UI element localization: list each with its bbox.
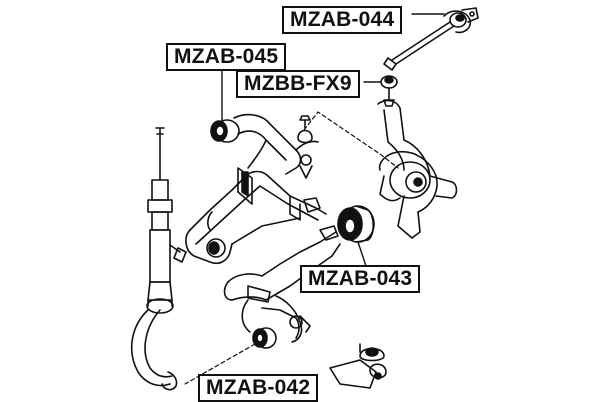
steering-knuckle [377,99,458,239]
shock-absorber [146,127,187,314]
subframe [185,167,327,265]
part-label-mzab-042: MZAB-042 [198,374,319,402]
stabilizer-bar [130,309,178,391]
bushing-mzab-042 [252,327,277,349]
stabilizer-link [329,343,387,389]
bushing-mzab-045 [210,119,240,143]
part-label-mzab-043: MZAB-043 [300,265,421,293]
tie-rod-mzab-044 [383,7,479,71]
upper-ball-joint [297,115,313,144]
part-label-mzab-045: MZAB-045 [166,43,287,71]
ball-joint-mzbb-fx9 [380,75,398,107]
part-label-mzbb-fx9: MZBB-FX9 [236,70,360,98]
part-label-mzab-044: MZAB-044 [282,6,403,34]
upper-control-arm [233,113,319,179]
bushing-mzab-043 [337,205,375,243]
